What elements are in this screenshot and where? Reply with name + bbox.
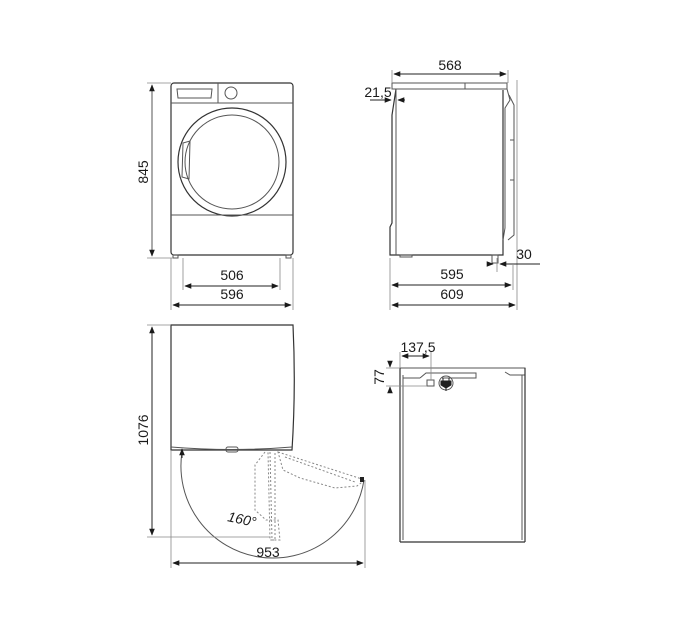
dim-front-width: 596 (220, 286, 244, 302)
dim-body-depth: 595 (440, 266, 464, 282)
door-glass (184, 114, 280, 210)
door-handle (181, 140, 191, 180)
dim-depth-door-open: 1076 (135, 414, 151, 445)
top-view-door-open: 160° 1076 953 (135, 324, 367, 568)
door-angle-label: 160° (226, 508, 258, 530)
dim-width-door-open: 953 (256, 544, 280, 560)
dim-total-depth: 609 (440, 286, 464, 302)
machine-body-top (170, 324, 295, 451)
drawer-handle (176, 88, 213, 99)
side-view: 568 21,5 30 595 609 (364, 57, 540, 310)
dim-feet-span: 506 (220, 267, 244, 283)
dim-front-height: 845 (135, 160, 151, 184)
machine-body-front (170, 82, 294, 256)
dim-rear-offset: 30 (516, 246, 532, 262)
machine-body-side (389, 88, 504, 256)
dim-top-depth: 568 (438, 57, 462, 73)
door-swing-arc (180, 451, 365, 559)
front-view: 845 506 596 (135, 82, 294, 310)
dim-plug-offset-x: 137,5 (400, 339, 435, 355)
rear-view: 137,5 77 (371, 339, 526, 543)
door-outer-ring (177, 107, 287, 217)
door-hinge-handle (225, 446, 239, 453)
control-knob (224, 86, 238, 100)
dim-plug-offset-y: 77 (371, 369, 387, 385)
dim-front-offset: 21,5 (364, 84, 391, 100)
